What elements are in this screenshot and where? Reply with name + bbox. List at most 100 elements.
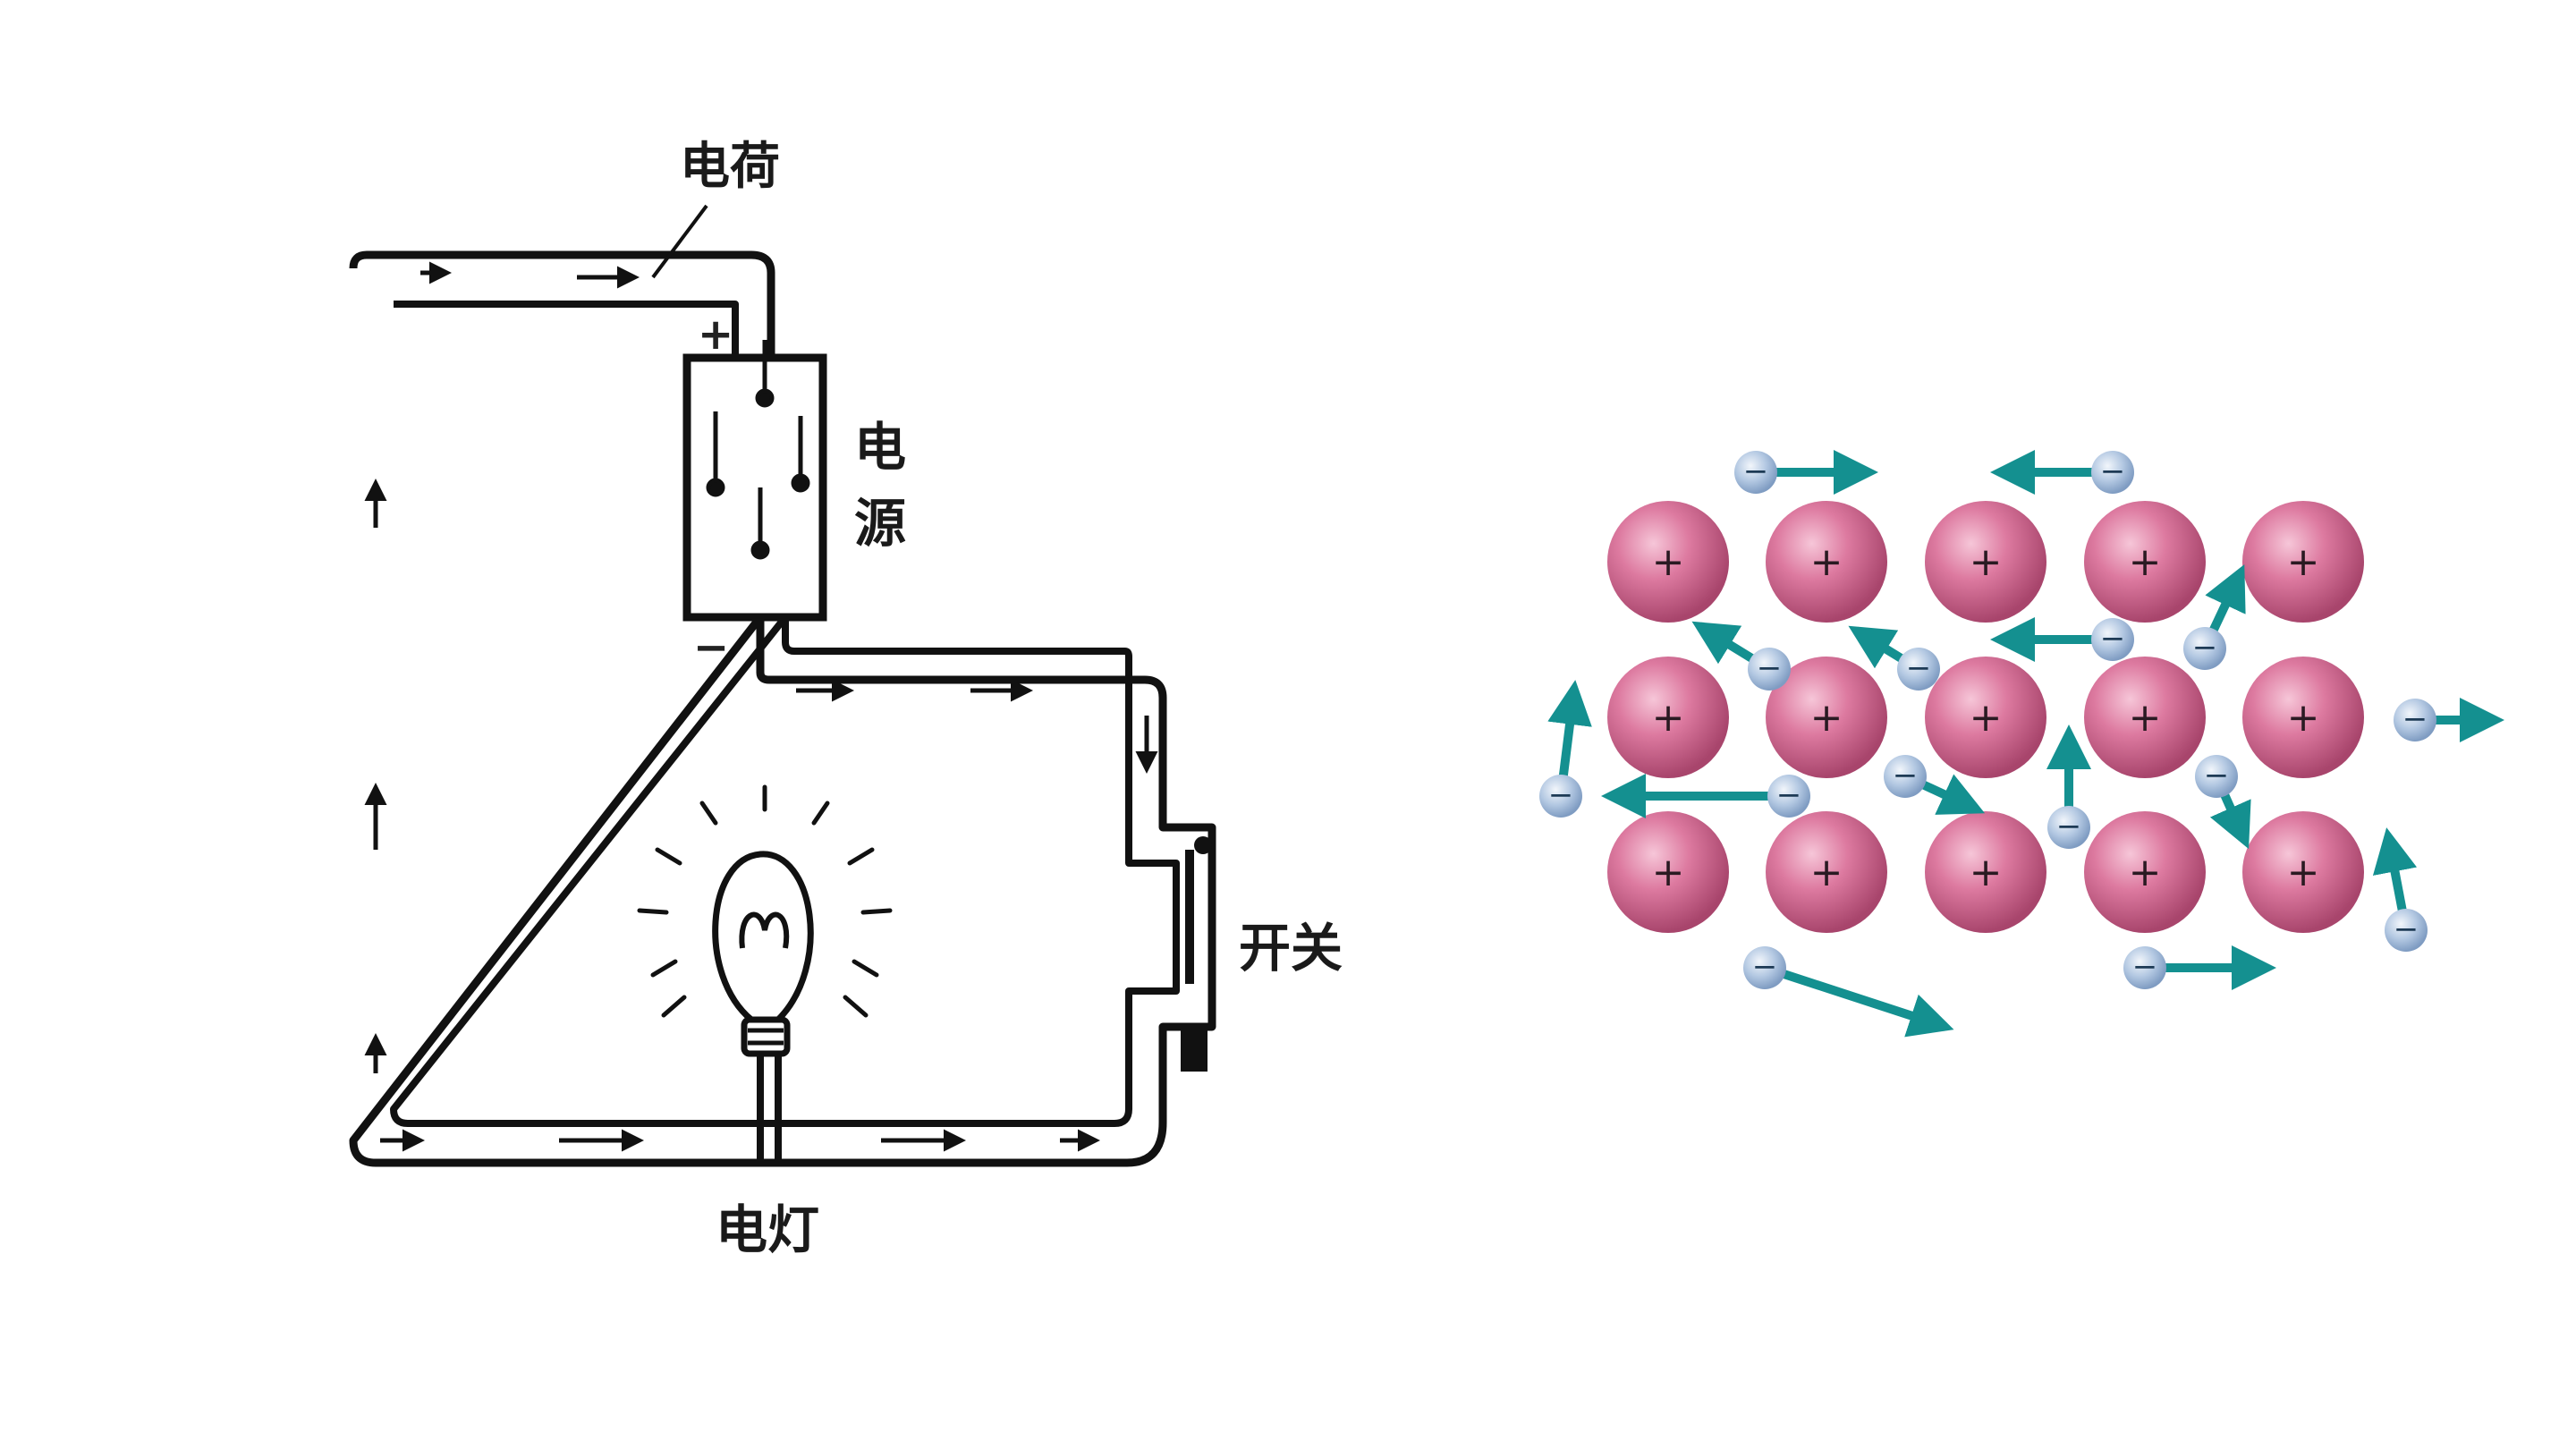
electron-minus-sign: − (2100, 621, 2126, 657)
ion-sphere (1925, 811, 2046, 933)
ion-sphere (1766, 657, 1887, 778)
electron-sphere (1748, 648, 1791, 691)
electron-sphere (1767, 775, 1810, 818)
ion-plus-sign: + (1970, 695, 2003, 741)
ion-sphere (2084, 811, 2206, 933)
free-electron: − (1539, 680, 1592, 818)
positive-ion: + (1607, 657, 1729, 778)
ion-plus-sign: + (2129, 850, 2162, 895)
electron-minus-sign: − (2204, 758, 2230, 793)
positive-ion: + (2084, 811, 2206, 933)
positive-ion: + (1766, 657, 1887, 778)
free-electron: − (2123, 945, 2276, 990)
circuit-wire-outer (349, 250, 1216, 1167)
free-electron: − (1990, 617, 2134, 662)
metal-lattice: +++++++++++++++−−−−−−−−−−−−−−− (1539, 450, 2504, 1038)
electron-sphere (2195, 755, 2238, 798)
electron-sphere (1743, 946, 1786, 989)
ion-plus-sign: + (2287, 850, 2320, 895)
electron-sphere (2091, 451, 2134, 494)
positive-ion: + (1607, 811, 1729, 933)
free-electron: − (2195, 755, 2251, 850)
electron-minus-sign: − (2056, 809, 2082, 844)
source-label-top: 电 (854, 417, 906, 478)
positive-ion: + (2084, 657, 2206, 778)
ion-sphere (1607, 657, 1729, 778)
ion-sphere (2084, 501, 2206, 623)
free-electron: − (2394, 698, 2504, 742)
free-electron: − (2046, 724, 2091, 849)
electron-sphere (1897, 648, 1940, 691)
electron-sphere (2394, 699, 2436, 741)
source-label-bottom: 源 (854, 493, 906, 554)
free-electron: − (2183, 564, 2246, 670)
electron-sphere (2123, 946, 2166, 989)
switch-label: 开关 (1239, 918, 1343, 979)
electron-sphere (1884, 755, 1927, 798)
electron-minus-sign: − (1743, 453, 1769, 489)
ion-plus-sign: + (2287, 539, 2320, 585)
electron-sphere (2091, 618, 2134, 661)
electron-sphere (2385, 909, 2428, 952)
electron-minus-sign: − (2100, 453, 2126, 489)
electron-minus-sign: − (1752, 949, 1778, 985)
ion-plus-sign: + (1810, 695, 1843, 741)
positive-ion: + (2084, 501, 2206, 623)
lamp (637, 784, 893, 1163)
ion-sphere (2242, 501, 2364, 623)
free-electron: − (1743, 946, 1954, 1038)
positive-ion: + (1766, 501, 1887, 623)
ion-plus-sign: + (1810, 850, 1843, 895)
circuit-wire-inner (390, 301, 1180, 1127)
positive-ion: + (2242, 657, 2364, 778)
electron-velocity-arrow (1763, 963, 1954, 1038)
ion-sphere (2242, 657, 2364, 778)
free-electron: − (1884, 755, 1986, 815)
lamp-label: 电灯 (716, 1199, 819, 1260)
electron-sphere (1539, 775, 1582, 818)
free-electron: − (2372, 827, 2428, 952)
free-electron: − (1601, 774, 1810, 818)
switch (1181, 836, 1212, 1072)
positive-ion: + (1925, 811, 2046, 933)
electron-minus-sign: − (2394, 911, 2419, 947)
ion-sphere (2084, 657, 2206, 778)
charge-label: 电荷 (680, 138, 780, 196)
ion-plus-sign: + (1652, 539, 1685, 585)
ion-plus-sign: + (1970, 850, 2003, 895)
ion-sphere (1925, 501, 2046, 623)
wire-charge-arrows (364, 261, 1158, 1152)
circuit-diagram: + − (349, 138, 1343, 1260)
electron-minus-sign: − (2132, 949, 2158, 985)
ion-sphere (1766, 501, 1887, 623)
positive-ion: + (1766, 811, 1887, 933)
battery-plus-sign: + (698, 309, 733, 360)
electron-minus-sign: − (2192, 630, 2218, 665)
charge-label-leader (651, 204, 708, 279)
free-electron: − (1691, 621, 1791, 691)
battery-charges (706, 340, 810, 560)
ion-plus-sign: + (1652, 695, 1685, 741)
ion-sphere (1925, 657, 2046, 778)
ion-plus-sign: + (2129, 695, 2162, 741)
ion-plus-sign: + (2287, 695, 2320, 741)
electron-minus-sign: − (2402, 701, 2428, 737)
electron-sphere (2047, 806, 2090, 849)
ion-sphere (1607, 501, 1729, 623)
ion-sphere (1766, 811, 1887, 933)
ion-sphere (2242, 811, 2364, 933)
ion-sphere (1607, 811, 1729, 933)
battery-minus-sign: − (693, 623, 729, 673)
free-electron: − (1990, 450, 2134, 495)
electron-minus-sign: − (1757, 650, 1783, 686)
positive-ion: + (1925, 657, 2046, 778)
free-electron: − (1848, 625, 1940, 691)
electron-minus-sign: − (1776, 777, 1802, 813)
ion-plus-sign: + (1810, 539, 1843, 585)
electron-sphere (1734, 451, 1777, 494)
electron-minus-sign: − (1906, 650, 1932, 686)
ion-plus-sign: + (1970, 539, 2003, 585)
electron-sphere (2183, 627, 2226, 670)
